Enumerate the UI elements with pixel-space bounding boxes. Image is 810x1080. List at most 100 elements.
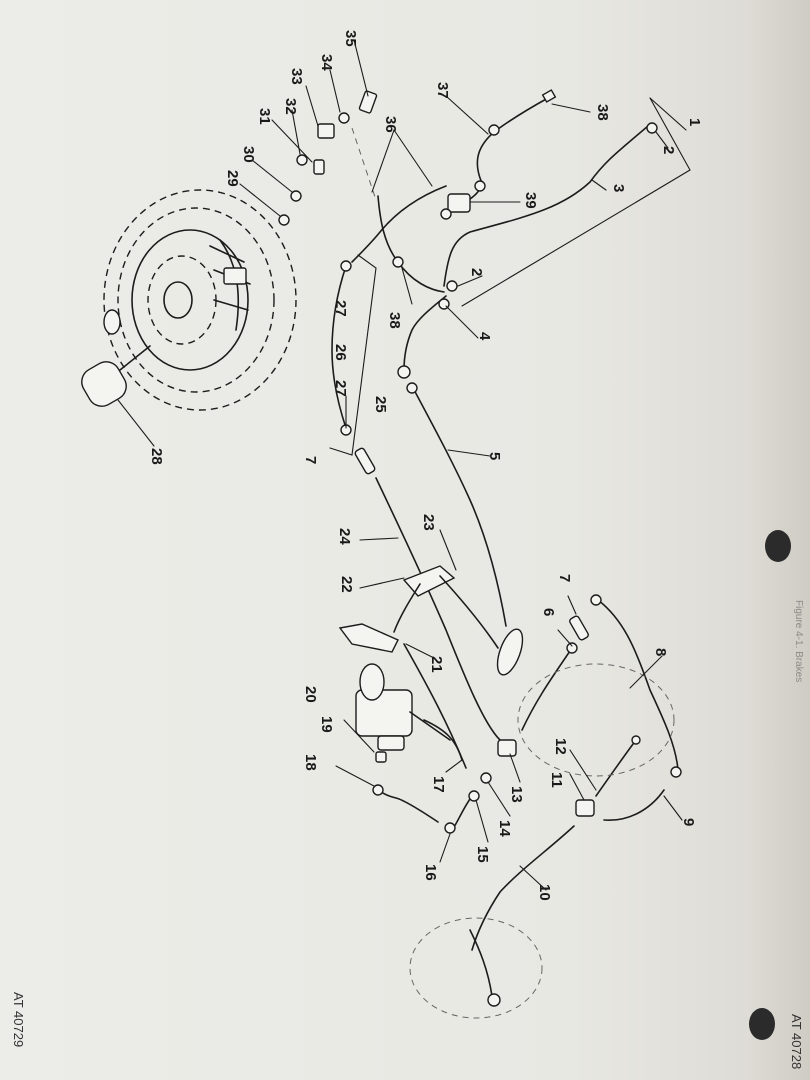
hose-26 — [331, 265, 347, 429]
callout-30: 30 — [240, 146, 257, 163]
rear-drum-assembly — [81, 189, 297, 411]
fitting-9 — [670, 766, 682, 778]
line-3 — [443, 125, 649, 287]
washer-32 — [296, 154, 308, 166]
callout-32: 32 — [282, 98, 299, 115]
fitting-16 — [444, 822, 456, 834]
fitting-27-top — [340, 260, 352, 272]
front-wheel-outlines — [409, 663, 675, 1019]
callout-25: 25 — [372, 396, 389, 413]
callout-20: 20 — [302, 686, 319, 703]
binder-holes — [749, 530, 791, 1040]
drum-outline — [103, 189, 297, 411]
callout-22: 22 — [338, 576, 355, 593]
callout-2-mid: 2 — [468, 268, 485, 276]
line-4 — [403, 295, 447, 371]
callout-26: 26 — [332, 344, 349, 361]
washer-34 — [338, 112, 350, 124]
fitting-7-left — [354, 447, 376, 475]
reservoir-cap — [359, 663, 385, 701]
spring-17 — [423, 719, 463, 761]
figure-code-left: AT 40729 — [11, 992, 26, 1047]
hose-right-wheel — [469, 929, 493, 997]
backing-plate — [131, 229, 249, 371]
callout-17: 17 — [430, 776, 447, 793]
callout-34: 34 — [318, 54, 335, 71]
callout-3: 3 — [610, 184, 627, 192]
callout-6: 6 — [540, 608, 557, 616]
callout-12: 12 — [552, 738, 569, 755]
fitting-37 — [474, 180, 486, 192]
line-5 — [411, 385, 507, 627]
screw-29 — [278, 214, 290, 226]
hose-38-top — [493, 97, 549, 133]
fitting-right-wheel — [487, 993, 501, 1007]
bolt-35 — [358, 90, 378, 114]
callout-36: 36 — [382, 116, 399, 133]
pedal-mount — [338, 623, 399, 653]
callout-14: 14 — [496, 820, 513, 837]
master-cylinder-20 — [355, 663, 451, 763]
callout-15: 15 — [474, 846, 491, 863]
callout-18: 18 — [302, 754, 319, 771]
callout-4: 4 — [476, 332, 493, 341]
callout-7-right: 7 — [556, 574, 573, 582]
axle-shaft-28 — [81, 361, 127, 407]
tee-11 — [575, 799, 595, 817]
rod-24 — [375, 477, 501, 741]
figure-code-right: AT 40728 — [789, 1014, 804, 1069]
fitting-2-top — [646, 122, 658, 134]
running-header: Figure 4-1. Brakes — [793, 600, 804, 682]
line-6 — [521, 647, 573, 731]
group-bracket-25 — [329, 254, 377, 456]
line-16-a — [451, 795, 473, 831]
block-39 — [447, 193, 471, 213]
fittings — [340, 122, 682, 1007]
brake-pedal-assembly — [338, 565, 524, 676]
fitting-12 — [631, 735, 641, 745]
binder-hole-top — [765, 530, 791, 562]
callout-29: 29 — [224, 170, 241, 187]
wheel-outline-front-right — [409, 917, 543, 1019]
leader-lines — [117, 39, 683, 891]
line-9 — [603, 789, 665, 821]
callout-5: 5 — [486, 452, 503, 460]
callout-13: 13 — [508, 786, 525, 803]
callout-35: 35 — [342, 30, 359, 47]
binder-hole-bottom — [749, 1008, 775, 1040]
callout-38-top: 38 — [594, 104, 611, 121]
hose-12 — [595, 739, 637, 797]
callout-39: 39 — [522, 192, 539, 209]
line-10 — [471, 825, 575, 951]
block-13 — [497, 739, 517, 757]
callout-21: 21 — [428, 656, 445, 673]
nut-15 — [468, 790, 480, 802]
callout-19: 19 — [318, 716, 335, 733]
fitting-4 — [397, 365, 411, 379]
fitting-38-top — [488, 124, 500, 136]
callout-24: 24 — [336, 528, 353, 545]
callout-23: 23 — [420, 514, 437, 531]
hardware-stack — [278, 90, 378, 226]
bolt-30 — [290, 190, 302, 202]
fitting-7-right — [569, 615, 589, 641]
fitting-8-top — [590, 594, 602, 606]
pedal-arm-22 — [393, 583, 421, 633]
callout-38-mid: 38 — [386, 312, 403, 329]
callout-16: 16 — [422, 864, 439, 881]
fitting-6 — [566, 642, 578, 654]
callout-8: 8 — [652, 648, 669, 656]
wheel-cylinder — [223, 267, 247, 285]
callout-37: 37 — [434, 82, 451, 99]
callout-9: 9 — [680, 818, 697, 826]
fitting-2-mid — [446, 280, 458, 292]
callout-2-top: 2 — [660, 146, 677, 154]
callout-labels: 1 2 3 38 37 35 34 33 32 31 30 29 36 39 2… — [148, 30, 703, 901]
fitting-19 — [375, 751, 387, 763]
callout-31: 31 — [256, 108, 273, 125]
callout-33: 33 — [288, 68, 305, 85]
hub — [163, 281, 193, 319]
brake-lines — [331, 89, 679, 997]
